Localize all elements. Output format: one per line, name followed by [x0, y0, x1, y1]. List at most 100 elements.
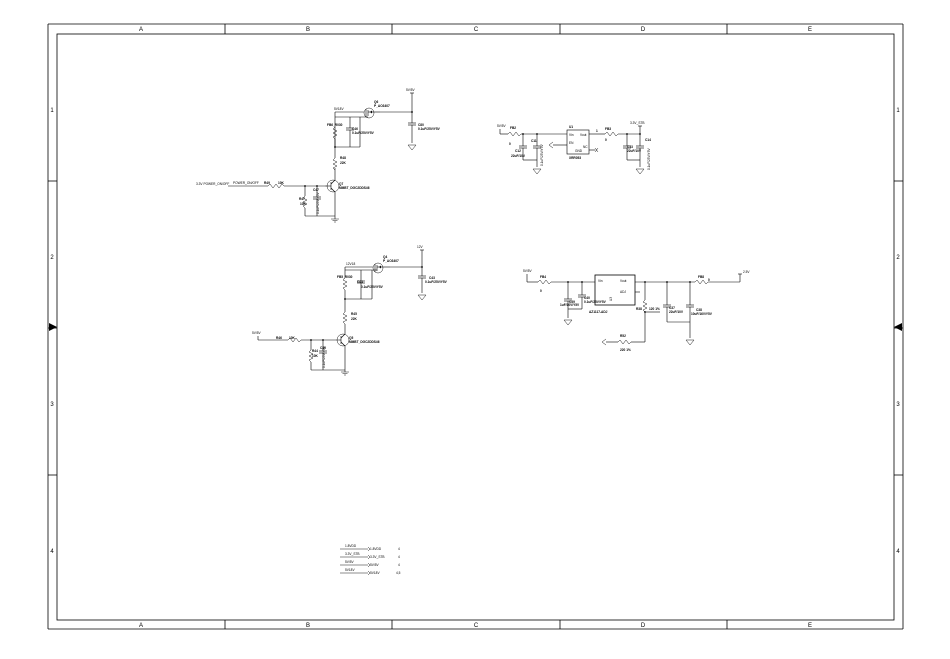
- u3-pin-vin: Vin: [598, 279, 603, 283]
- zone-col-d-top: D: [641, 27, 646, 33]
- r48-ref: R48: [340, 156, 346, 160]
- fb3-inductor-icon: [604, 131, 619, 137]
- fb3-ref: FB3: [605, 127, 611, 131]
- r45-resistor-icon: [342, 311, 348, 325]
- c2-vin-net-label: 12V18: [346, 262, 355, 266]
- r46-ref: R46: [276, 336, 282, 340]
- r38-val: 120 1%: [649, 307, 660, 311]
- u3-ref: U3: [609, 297, 613, 301]
- c14-val: 0.1uF/25V/Y5V: [647, 148, 651, 170]
- ground-icon: [407, 144, 417, 151]
- regulator-2v5-adj: 5V/5V FB4 0 C39 1uF/10V/Y5V C40 0.1uF/25…: [523, 269, 750, 352]
- center-arrow-left-icon: [49, 323, 57, 331]
- c47-val: 0.1uF/25V/Y5V: [316, 192, 320, 214]
- c40-ref: C40: [584, 296, 590, 300]
- ground-icon: [685, 339, 695, 346]
- zone-col-c-bottom: C: [474, 623, 479, 629]
- fb2-ref: FB2: [510, 126, 516, 130]
- regulator-3v3-stb: 5V/5V FB2 0 C12 22uF/10V C11 0.1uF/25V/Y…: [497, 121, 651, 175]
- zone-col-a-bottom: A: [139, 623, 143, 629]
- q6-val: P_AO3407: [374, 104, 390, 108]
- net-row-2-name: 3.3V_STB: [345, 552, 360, 556]
- ground-icon: [341, 371, 349, 376]
- zone-row-4-left: 4: [50, 549, 54, 555]
- zone-row-2-left: 2: [50, 255, 54, 261]
- c12-ref: C12: [515, 149, 521, 153]
- c37-ref: C37: [669, 306, 675, 310]
- net-row-4-port: 5V18V: [370, 571, 380, 575]
- c38-ref: C38: [696, 308, 702, 312]
- zone-row-4-right: 4: [896, 549, 900, 555]
- c12-val: 22uF/10V: [511, 154, 526, 158]
- r49-resistor-icon: [267, 183, 285, 189]
- fb2-note: 0: [509, 142, 511, 146]
- zone-row-3-left: 3: [50, 402, 54, 408]
- signal-in-label: 3.3V POWER_ON/OFF: [196, 182, 229, 186]
- ground-icon: [563, 319, 573, 326]
- u1-pin-en: EN: [569, 141, 574, 145]
- fb2-inductor-icon: [507, 131, 522, 137]
- port-arrow-icon: [367, 562, 371, 568]
- fb8-ref: FB8: [698, 275, 704, 279]
- r45-val: 22K: [351, 317, 358, 321]
- c11-ref: C11: [531, 139, 537, 143]
- r52-ref: R52: [620, 334, 626, 338]
- fb4-note: 0: [540, 289, 542, 293]
- c43-ref: C43: [429, 276, 435, 280]
- zone-col-b-bottom: B: [306, 623, 310, 629]
- net-row-1-port: 1.8VDD: [370, 547, 382, 551]
- signal-net-label: POWER_ON/OFF: [233, 181, 259, 185]
- c44-val: 0.1uF/25V/Y5V: [361, 285, 384, 289]
- net-row-3-name: 5V/5V: [345, 560, 355, 564]
- reg1-net-out-label: 3.3V_STB: [630, 121, 645, 125]
- ground-icon: [331, 218, 339, 223]
- zone-row-1-right: 1: [896, 108, 900, 114]
- u1-pin-vout: Vout: [580, 133, 586, 137]
- u1-part: XRR053: [569, 156, 581, 160]
- u3-pin-vout: Vout: [620, 279, 626, 283]
- port-arrow-icon: [367, 546, 371, 552]
- zone-col-b-top: B: [306, 27, 310, 33]
- r44-resistor-icon: [308, 349, 314, 363]
- c46-ref: C46: [352, 127, 358, 131]
- c14-ref: C14: [645, 138, 651, 142]
- q6-pmos-transistor-icon: [363, 107, 380, 119]
- u1-pin-gnd: GND: [575, 149, 583, 153]
- fb8-inductor-icon: [694, 279, 709, 285]
- c37-val: 22uF/10V: [669, 310, 684, 314]
- net-row-4-name: 5V18V: [345, 568, 355, 572]
- net-row-3-port: 5V/5V: [370, 563, 380, 567]
- fb6-resistor-icon: [332, 126, 338, 140]
- r38-ref: R38: [636, 307, 642, 311]
- zone-col-d-bottom: D: [641, 623, 646, 629]
- u1-regulator-ic-icon: [566, 129, 590, 155]
- net-row-2-pin: 4: [398, 555, 400, 559]
- zone-row-1-left: 1: [50, 108, 54, 114]
- c44-ref: C44: [357, 280, 363, 284]
- fb4-ref: FB4: [540, 275, 546, 279]
- zone-col-a-top: A: [139, 27, 143, 33]
- zone-row-2-right: 2: [896, 255, 900, 261]
- reg1-net-in-label: 5V/5V: [497, 124, 507, 128]
- q5-ref: Q5: [349, 336, 353, 340]
- r52-resistor-icon: [617, 339, 632, 345]
- net-row-4-pin: 4,5: [396, 571, 401, 575]
- c38-val: 10uF/16V/Y5V: [691, 312, 713, 316]
- r49-val: 10K: [278, 181, 285, 185]
- vin-net-label: 5V18V: [334, 107, 344, 111]
- center-arrow-right-icon: [894, 323, 902, 331]
- power-switch-12v: 5V/5V R46 10K R44 10K C45 0.1uF/25V/Y5V …: [252, 245, 448, 376]
- c13-ref: C13: [627, 145, 633, 149]
- r47-resistor-icon: [302, 195, 308, 209]
- reg2-net-in-label: 5V/5V: [523, 269, 533, 273]
- port-arrow-icon: [367, 570, 371, 576]
- u1-ref: U1: [569, 125, 573, 129]
- u1-pin-nc: NC: [583, 145, 588, 149]
- q5-npn-transistor-icon: [336, 333, 350, 347]
- ground-icon: [417, 294, 427, 301]
- fb3-note: 0: [605, 138, 607, 142]
- c45-val: 0.1uF/25V/Y5V: [322, 346, 326, 368]
- c2-vout-net-label: 12V: [417, 245, 424, 249]
